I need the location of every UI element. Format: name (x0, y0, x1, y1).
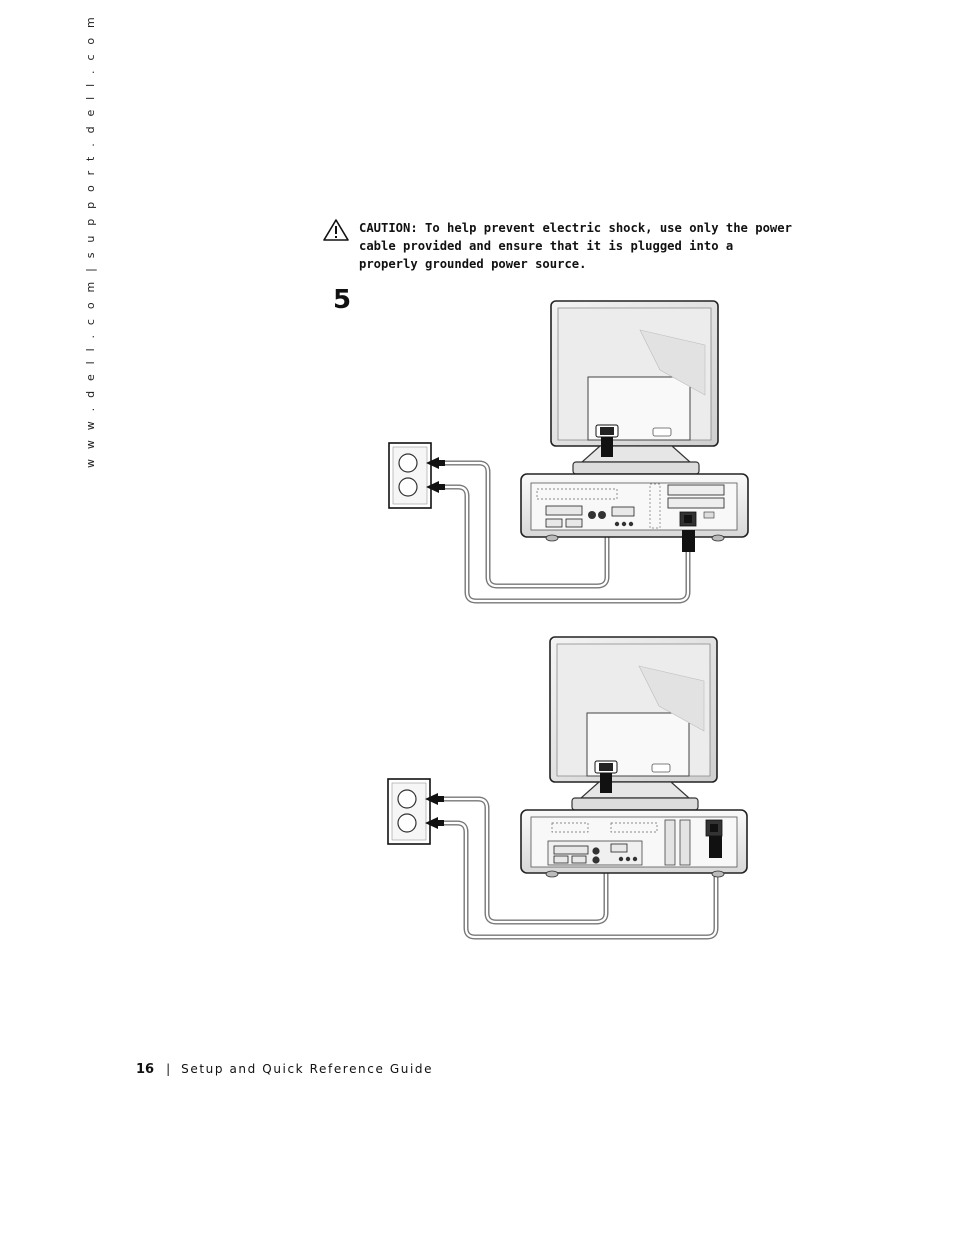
warning-triangle-icon (323, 219, 349, 241)
computer-icon (520, 809, 748, 878)
step-number: 5 (333, 285, 352, 315)
computer-icon (520, 473, 749, 542)
document-title: Setup and Quick Reference Guide (181, 1062, 434, 1076)
page-number: 16 (136, 1062, 155, 1077)
monitor-icon (549, 636, 718, 811)
caution-body: To help prevent electric shock, use only… (359, 221, 792, 271)
wall-outlet-icon (387, 778, 445, 845)
power-cable-icon (600, 773, 722, 858)
illustration-desktop (388, 300, 749, 604)
caution-label: CAUTION: (359, 221, 418, 235)
illustration-small-form-factor (387, 636, 748, 940)
footer-separator: | (166, 1062, 171, 1076)
page-footer: 16 | Setup and Quick Reference Guide (136, 1062, 433, 1077)
power-cable-icon (601, 437, 695, 552)
monitor-icon (550, 300, 719, 475)
wall-outlet-icon (388, 442, 446, 509)
caution-text: CAUTION: To help prevent electric shock,… (359, 219, 799, 273)
